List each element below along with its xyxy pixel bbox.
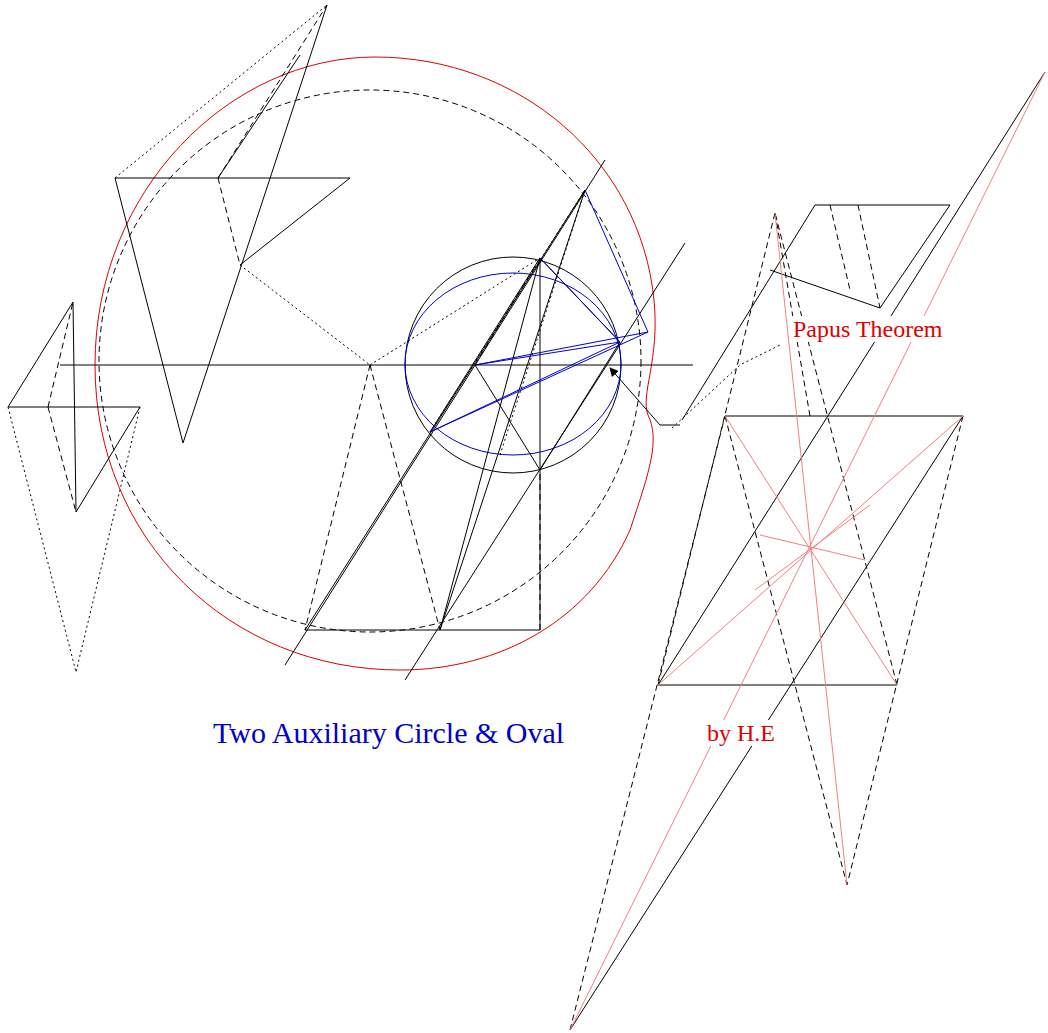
- construction-line: [815, 205, 950, 206]
- construction-line: [183, 5, 327, 443]
- construction-line: [48, 302, 73, 407]
- construction-line: [115, 5, 327, 178]
- construction-line: [305, 630, 540, 631]
- construction-line: [500, 190, 585, 455]
- construction-line: [540, 258, 541, 630]
- pointer-arrow: [610, 368, 680, 425]
- construction-line: [475, 258, 540, 365]
- construction-line: [440, 190, 585, 630]
- axis-line: [60, 365, 693, 366]
- construction-line: [305, 190, 585, 630]
- construction-line: [305, 365, 370, 630]
- text-label: Two Auxiliary Circle & Oval: [210, 716, 567, 749]
- construction-line: [370, 258, 540, 365]
- text-label: by H.E: [704, 720, 778, 746]
- construction-line: [658, 72, 1045, 685]
- construction-line: [440, 258, 540, 630]
- construction-line: [430, 332, 648, 432]
- construction-line: [8, 407, 76, 672]
- construction-line: [858, 205, 880, 308]
- construction-line: [585, 190, 648, 332]
- construction-line: [240, 178, 350, 265]
- construction-line: [570, 416, 963, 1030]
- construction-line: [76, 407, 140, 512]
- construction-line: [73, 302, 76, 512]
- construction-line: [115, 178, 350, 179]
- construction-line: [540, 258, 620, 342]
- construction-line: [540, 470, 541, 630]
- construction-line: [755, 505, 870, 590]
- construction-line: [570, 72, 1045, 1030]
- construction-line: [775, 213, 810, 416]
- construction-line: [218, 178, 240, 265]
- construction-line: [475, 342, 620, 365]
- oval-curve: [95, 57, 655, 670]
- construction-line: [405, 243, 685, 680]
- construction-line: [285, 160, 605, 665]
- construction-line: [218, 55, 300, 178]
- construction-line: [880, 205, 950, 308]
- construction-line: [475, 332, 648, 365]
- construction-line: [682, 205, 815, 420]
- construction-line: [240, 265, 370, 365]
- construction-line: [370, 365, 440, 630]
- construction-line: [8, 302, 73, 407]
- construction-line: [430, 342, 620, 432]
- construction-line: [725, 416, 963, 417]
- text-label: Papus Theorem: [790, 316, 946, 342]
- construction-line: [775, 213, 897, 685]
- construction-line: [658, 213, 775, 685]
- construction-line: [218, 5, 327, 178]
- construction-line: [658, 685, 897, 686]
- construction-lines: [8, 5, 1045, 1030]
- construction-line: [475, 365, 540, 470]
- pappus-lines: [570, 72, 1045, 1030]
- construction-line: [770, 270, 880, 308]
- construction-line: [48, 407, 76, 512]
- construction-line: [830, 205, 850, 290]
- auxiliary-circle: [99, 90, 641, 632]
- construction-line: [847, 416, 963, 885]
- construction-line: [658, 416, 963, 685]
- construction-line: [540, 258, 620, 342]
- blue-lines: [430, 190, 648, 432]
- construction-line: [725, 416, 847, 885]
- construction-line: [76, 407, 140, 672]
- construction-line: [115, 178, 183, 443]
